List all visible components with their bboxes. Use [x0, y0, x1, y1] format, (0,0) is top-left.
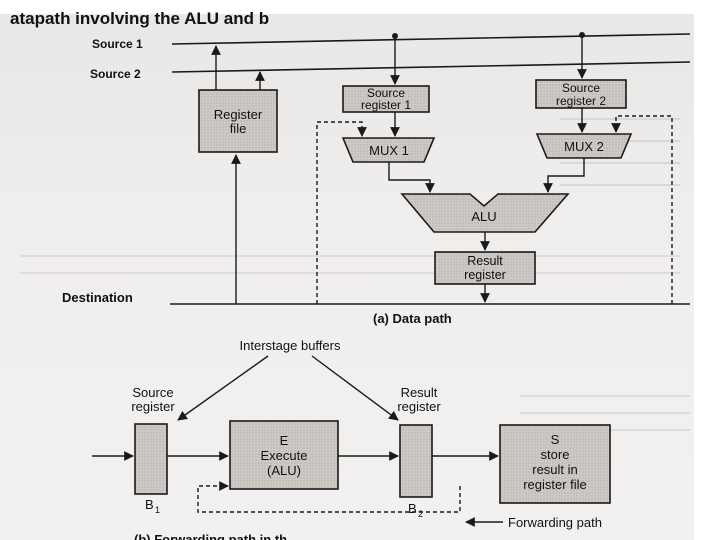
- top-margin: [0, 0, 720, 14]
- alu-shape: [400, 193, 570, 233]
- interstage-buffers-label: Interstage buffers: [240, 338, 341, 353]
- source2-label: Source 2: [90, 67, 141, 81]
- source-register-2-line2: register 2: [556, 94, 606, 108]
- source-register-1-line1: Source: [367, 86, 405, 100]
- buffers-arrow-b2: [311, 355, 399, 421]
- register-file-line2: file: [230, 121, 247, 136]
- source2-bus: [171, 61, 691, 73]
- forward-path-mux1: [316, 121, 367, 304]
- partial-heading: atapath involving the ALU and b: [10, 9, 269, 28]
- mux2-shape: [535, 133, 633, 159]
- source-register-label-line2: register: [131, 399, 175, 414]
- source1-label: Source 1: [92, 37, 143, 51]
- source1-bus: [171, 33, 691, 45]
- buffer-b2: [399, 424, 433, 498]
- background-text: [20, 118, 690, 431]
- b2-subscript: 2: [418, 509, 423, 519]
- buffers-arrow-b1: [177, 355, 269, 421]
- b1-subscript: 1: [155, 505, 160, 515]
- caption-a: (a) Data path: [373, 311, 452, 326]
- b1-label: B: [145, 497, 154, 512]
- result-register-line2: register: [464, 268, 506, 282]
- source-register-2-line1: Source: [562, 81, 600, 95]
- right-margin: [694, 0, 720, 540]
- b2-label: B: [408, 501, 417, 516]
- result-register-line1: Result: [467, 254, 503, 268]
- forward-path-mux2: [611, 115, 673, 304]
- store-line1: S: [551, 432, 560, 447]
- execute-line3: (ALU): [267, 463, 301, 478]
- mux1-shape: [341, 137, 436, 163]
- mux1-label: MUX 1: [369, 143, 409, 158]
- register-file-line1: Register: [214, 107, 263, 122]
- result-register-label-line2: register: [397, 399, 441, 414]
- mux2-to-alu: [543, 158, 585, 193]
- store-line2: store: [541, 447, 570, 462]
- register-file-box: [198, 89, 278, 153]
- source-register-2-box: [535, 79, 627, 109]
- store-line4: register file: [523, 477, 587, 492]
- mux1-to-alu: [388, 162, 435, 193]
- mux2-label: MUX 2: [564, 139, 604, 154]
- forwarding-path-label: Forwarding path: [508, 515, 602, 530]
- store-stage-box: [499, 424, 611, 504]
- result-register-box: [434, 251, 536, 285]
- execute-line2: Execute: [261, 448, 308, 463]
- destination-label: Destination: [62, 290, 133, 305]
- source-register-label-line1: Source: [132, 385, 173, 400]
- buffer-b1: [134, 423, 168, 495]
- execute-stage-box: [229, 420, 339, 490]
- source-register-1-line2: register 1: [361, 98, 411, 112]
- alu-label: ALU: [471, 209, 496, 224]
- execute-line1: E: [280, 433, 289, 448]
- result-register-label-line1: Result: [401, 385, 438, 400]
- source-register-1-box: [342, 85, 430, 113]
- caption-b: (b) Forwarding path in th: [134, 532, 287, 540]
- forwarding-loop: [197, 481, 461, 513]
- store-line3: result in: [532, 462, 578, 477]
